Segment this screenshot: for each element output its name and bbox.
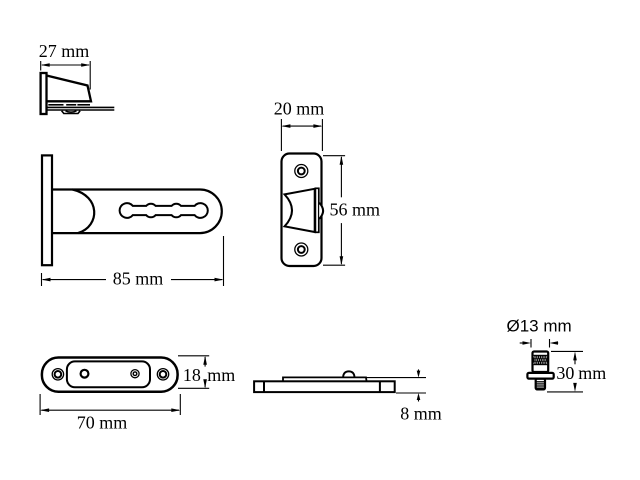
- svg-text:70 mm: 70 mm: [77, 412, 128, 432]
- svg-text:85 mm: 85 mm: [113, 269, 164, 289]
- svg-text:18: 18: [183, 365, 201, 385]
- svg-text:20 mm: 20 mm: [274, 98, 325, 118]
- svg-text:mm: mm: [207, 365, 235, 385]
- svg-text:30: 30: [556, 363, 574, 383]
- svg-text:mm: mm: [578, 363, 606, 383]
- svg-text:27 mm: 27 mm: [39, 41, 90, 61]
- svg-text:56 mm: 56 mm: [330, 200, 381, 220]
- svg-text:Ø13 mm: Ø13 mm: [507, 317, 572, 336]
- svg-text:8 mm: 8 mm: [400, 403, 442, 423]
